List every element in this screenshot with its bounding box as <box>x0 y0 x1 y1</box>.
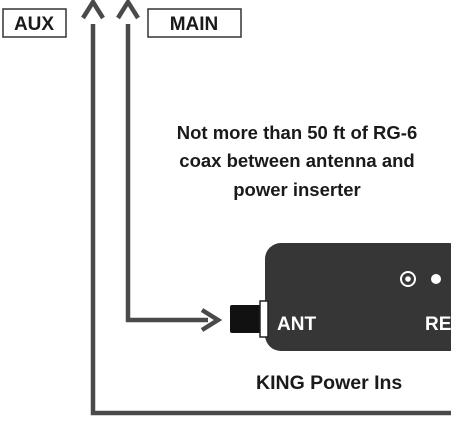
device-caption: KING Power Ins <box>256 372 402 394</box>
main-coax-line <box>116 0 223 332</box>
main-label: MAIN <box>147 8 242 38</box>
right-port-label: RE <box>425 314 451 335</box>
aux-up-arrow-icon <box>81 0 105 20</box>
right-arrow-icon <box>200 308 223 332</box>
note-line-1: Not more than 50 ft of RG-6 <box>177 122 418 143</box>
status-led-ring-icon <box>400 271 416 287</box>
aux-label: AUX <box>2 8 67 38</box>
ant-port-label: ANT <box>277 314 316 335</box>
note-line-3: power inserter <box>233 179 361 200</box>
main-label-text: MAIN <box>170 14 219 35</box>
ant-connector-icon <box>230 300 269 338</box>
main-up-arrow-icon <box>116 0 140 20</box>
aux-coax-line <box>81 0 451 416</box>
coax-length-note: Not more than 50 ft of RG-6 coax between… <box>177 122 418 200</box>
note-line-2: coax between antenna and <box>179 150 414 171</box>
power-inserter-device: ANT RE <box>265 243 451 351</box>
aux-label-text: AUX <box>14 14 54 35</box>
status-led-dot-icon <box>431 274 441 284</box>
